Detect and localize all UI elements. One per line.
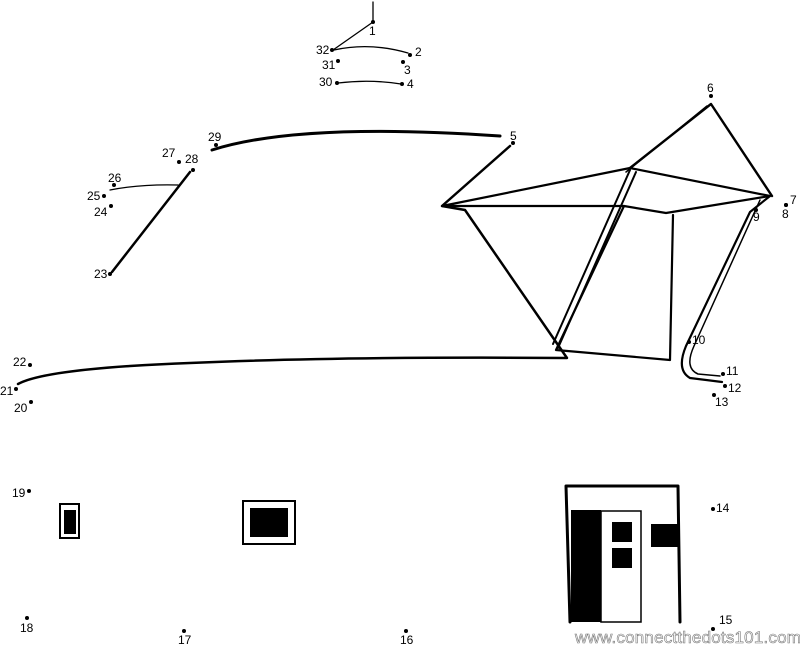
dot-21 — [14, 387, 18, 391]
dot-24 — [109, 204, 113, 208]
dot-label-15: 15 — [719, 613, 733, 627]
pre-drawn-lines — [16, 1, 774, 624]
dot-20 — [29, 400, 33, 404]
dot-label-22: 22 — [13, 355, 27, 369]
dot-30 — [335, 81, 339, 85]
dot-19 — [27, 489, 31, 493]
dot-label-14: 14 — [716, 501, 730, 515]
dot-15 — [711, 627, 715, 631]
windows — [59, 500, 678, 623]
numbered-dots: 1234567891011121314151617181920212223242… — [0, 20, 797, 647]
dot-label-26: 26 — [108, 171, 122, 185]
dot-label-10: 10 — [692, 333, 706, 347]
dot-22 — [28, 363, 32, 367]
dot-9 — [754, 208, 758, 212]
dot-label-7: 7 — [790, 193, 797, 207]
dot-label-2: 2 — [415, 45, 422, 59]
dot-label-24: 24 — [94, 205, 108, 219]
dot-27 — [177, 160, 181, 164]
dot-label-13: 13 — [715, 395, 729, 409]
side-window — [651, 524, 678, 547]
dot-label-25: 25 — [87, 189, 101, 203]
dot-label-18: 18 — [20, 621, 34, 635]
dot-label-20: 20 — [14, 401, 28, 415]
small-window — [59, 503, 80, 539]
dot-16 — [404, 629, 408, 633]
dot-10 — [687, 340, 691, 344]
dot-6 — [709, 94, 713, 98]
small-window-pane — [64, 510, 76, 534]
dot-label-27: 27 — [162, 146, 176, 160]
dot-label-5: 5 — [510, 129, 517, 143]
dot-29 — [214, 143, 218, 147]
dot-25 — [102, 194, 106, 198]
dot-17 — [182, 629, 186, 633]
dot-label-32: 32 — [316, 43, 330, 57]
dot-18 — [25, 616, 29, 620]
dot-label-28: 28 — [185, 152, 199, 166]
dot-14 — [711, 507, 715, 511]
dot-5 — [511, 141, 515, 145]
watermark: www.connectthedots101.com — [575, 628, 800, 647]
dot-label-31: 31 — [322, 58, 336, 72]
dot-4 — [400, 82, 404, 86]
dot-23 — [108, 272, 112, 276]
dot-label-9: 9 — [753, 210, 760, 224]
dot-label-16: 16 — [400, 633, 414, 647]
dot-28 — [191, 168, 195, 172]
dot-label-11: 11 — [726, 364, 739, 378]
dot-11 — [721, 372, 725, 376]
door-pane-lower — [612, 548, 632, 568]
dot-label-6: 6 — [707, 81, 714, 95]
dot-26 — [112, 183, 116, 187]
dot-label-3: 3 — [404, 63, 411, 77]
dot-8 — [784, 203, 788, 207]
dot-13 — [712, 393, 716, 397]
dot-31 — [336, 59, 340, 63]
window-pane — [250, 508, 288, 537]
dot-label-4: 4 — [407, 77, 414, 91]
dot-1 — [371, 20, 375, 24]
door-pane-upper — [612, 522, 632, 542]
dot-32 — [330, 48, 334, 52]
dot-12 — [723, 384, 727, 388]
dot-label-12: 12 — [728, 381, 742, 395]
dot-label-17: 17 — [178, 633, 192, 647]
dot-2 — [408, 53, 412, 57]
dot-label-23: 23 — [94, 267, 108, 281]
dot-3 — [401, 60, 405, 64]
dot-label-19: 19 — [12, 486, 26, 500]
dot-label-21: 21 — [0, 384, 14, 398]
door-shadow — [571, 510, 601, 622]
window — [242, 500, 296, 545]
dot-label-8: 8 — [782, 207, 789, 221]
dot-label-29: 29 — [208, 130, 222, 144]
dot-label-30: 30 — [319, 75, 333, 89]
dot-label-1: 1 — [369, 24, 376, 38]
